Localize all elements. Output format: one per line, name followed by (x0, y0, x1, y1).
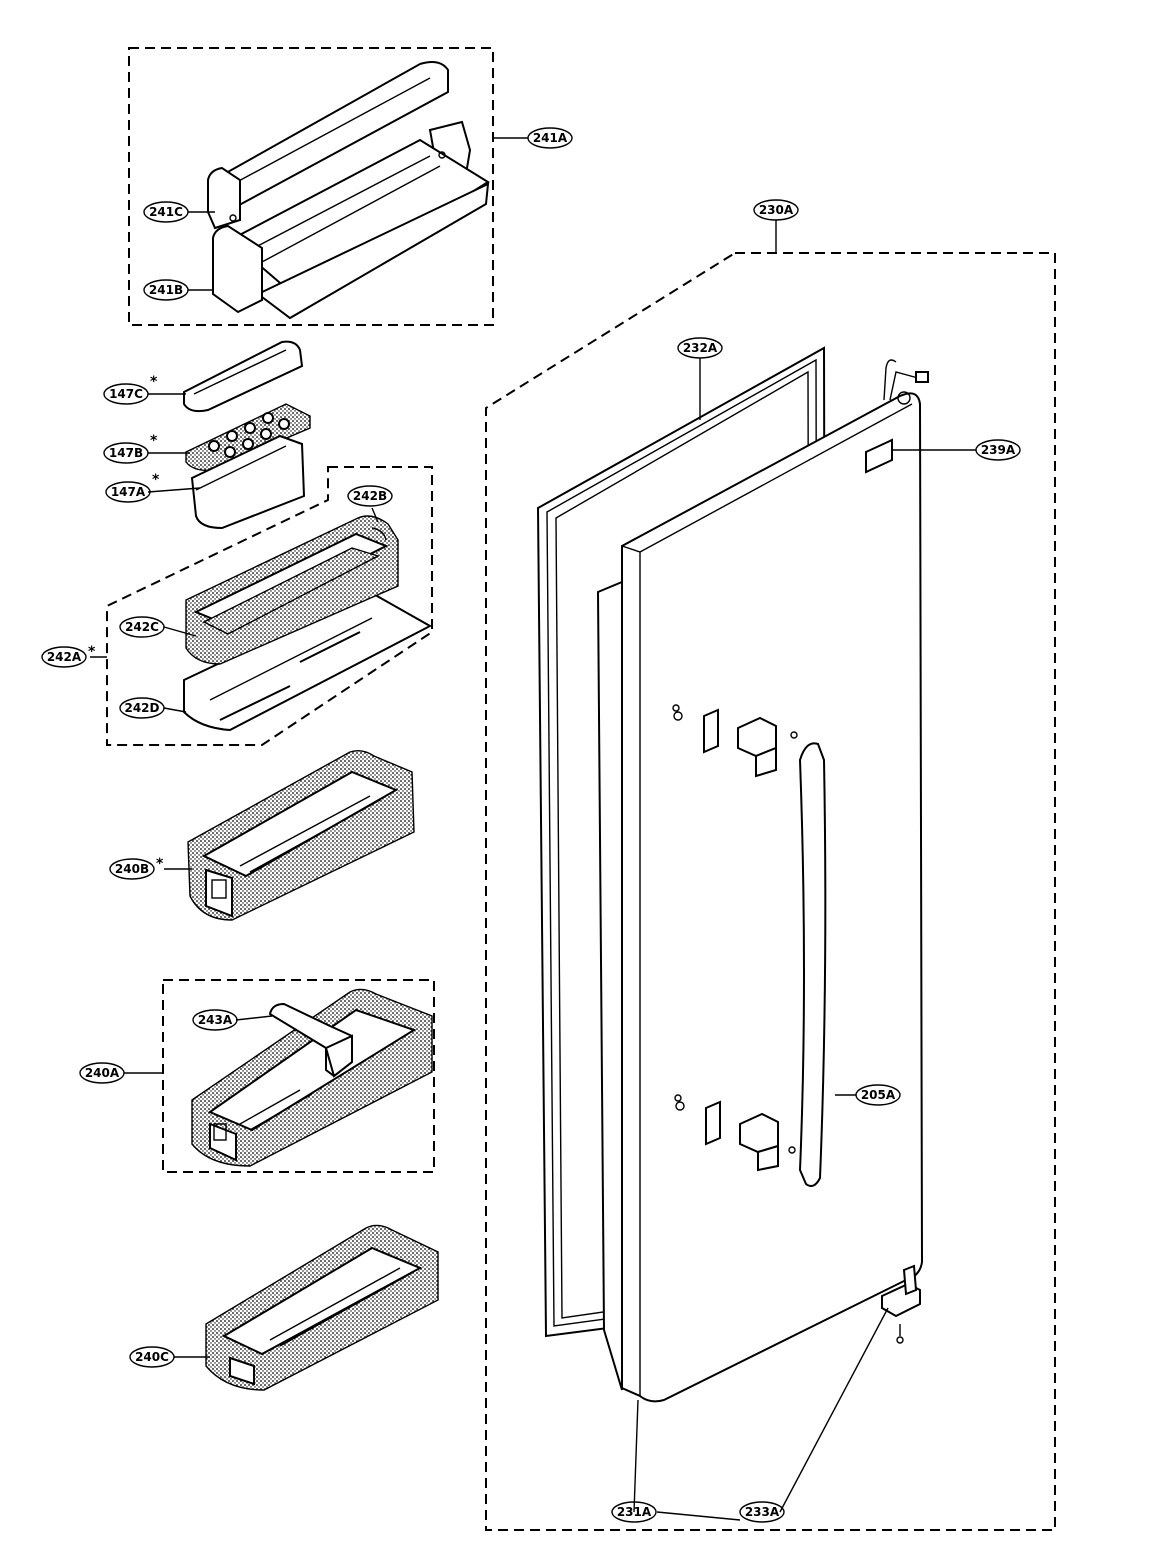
callout-232A: 232A (677, 337, 723, 359)
svg-text:147A: 147A (111, 485, 146, 499)
group-box-241A (128, 47, 494, 326)
callout-147A: 147A * (105, 472, 160, 503)
svg-text:241A: 241A (533, 131, 568, 145)
callout-239A: 239A (975, 439, 1021, 461)
svg-text:233A: 233A (745, 1505, 780, 1519)
group-box-240A (162, 979, 435, 1173)
svg-text:242B: 242B (353, 489, 387, 503)
svg-text:240B: 240B (115, 862, 149, 876)
svg-text:240C: 240C (135, 1350, 169, 1364)
svg-text:205A: 205A (861, 1088, 896, 1102)
group-box-230A (485, 252, 1056, 1531)
callout-242D: 242D (119, 697, 165, 719)
callout-242A: 242A * (41, 644, 96, 668)
callout-147B: 147B * (103, 433, 158, 464)
svg-text:241B: 241B (149, 283, 183, 297)
basket-assembly-242 (183, 515, 433, 732)
svg-text:241C: 241C (149, 205, 183, 219)
callout-242C: 242C (119, 616, 165, 638)
callout-240B: 240B * (109, 856, 164, 880)
svg-text:147C: 147C (109, 387, 143, 401)
door-bin-240A (191, 988, 433, 1167)
svg-text:*: * (156, 856, 164, 872)
callout-242B: 242B (347, 485, 393, 507)
svg-text:230A: 230A (759, 203, 794, 217)
svg-text:*: * (152, 472, 160, 488)
svg-text:*: * (150, 433, 158, 449)
callout-205A: 205A (855, 1084, 901, 1106)
refrigerator-door (596, 359, 929, 1403)
callout-240A: 240A (79, 1062, 125, 1084)
callout-243A: 243A (192, 1009, 238, 1031)
svg-text:243A: 243A (198, 1013, 233, 1027)
callout-230A: 230A (753, 199, 799, 221)
callout-241A: 241A (527, 127, 573, 149)
door-bin-241 (207, 61, 490, 320)
svg-text:*: * (88, 644, 96, 660)
group-box-242A (106, 466, 433, 746)
svg-text:240A: 240A (85, 1066, 120, 1080)
svg-text:231A: 231A (617, 1505, 652, 1519)
svg-text:*: * (150, 374, 158, 390)
callout-147C: 147C * (103, 374, 158, 405)
svg-text:242D: 242D (124, 701, 159, 715)
egg-tray-147 (183, 340, 311, 530)
door-handle-205A (672, 704, 827, 1187)
callout-241C: 241C (143, 201, 189, 223)
callout-231A: 231A (611, 1501, 657, 1523)
leader-lines (90, 137, 976, 1521)
svg-text:147B: 147B (109, 446, 143, 460)
door-bin-240C (205, 1224, 439, 1391)
callout-240C: 240C (129, 1346, 175, 1368)
svg-text:232A: 232A (683, 341, 718, 355)
door-bin-240B (187, 749, 415, 921)
svg-text:242A: 242A (47, 650, 82, 664)
svg-text:239A: 239A (981, 443, 1016, 457)
svg-text:242C: 242C (125, 620, 159, 634)
callout-233A: 233A (739, 1501, 785, 1523)
callout-241B: 241B (143, 279, 189, 301)
hinge-233A (881, 1264, 921, 1344)
